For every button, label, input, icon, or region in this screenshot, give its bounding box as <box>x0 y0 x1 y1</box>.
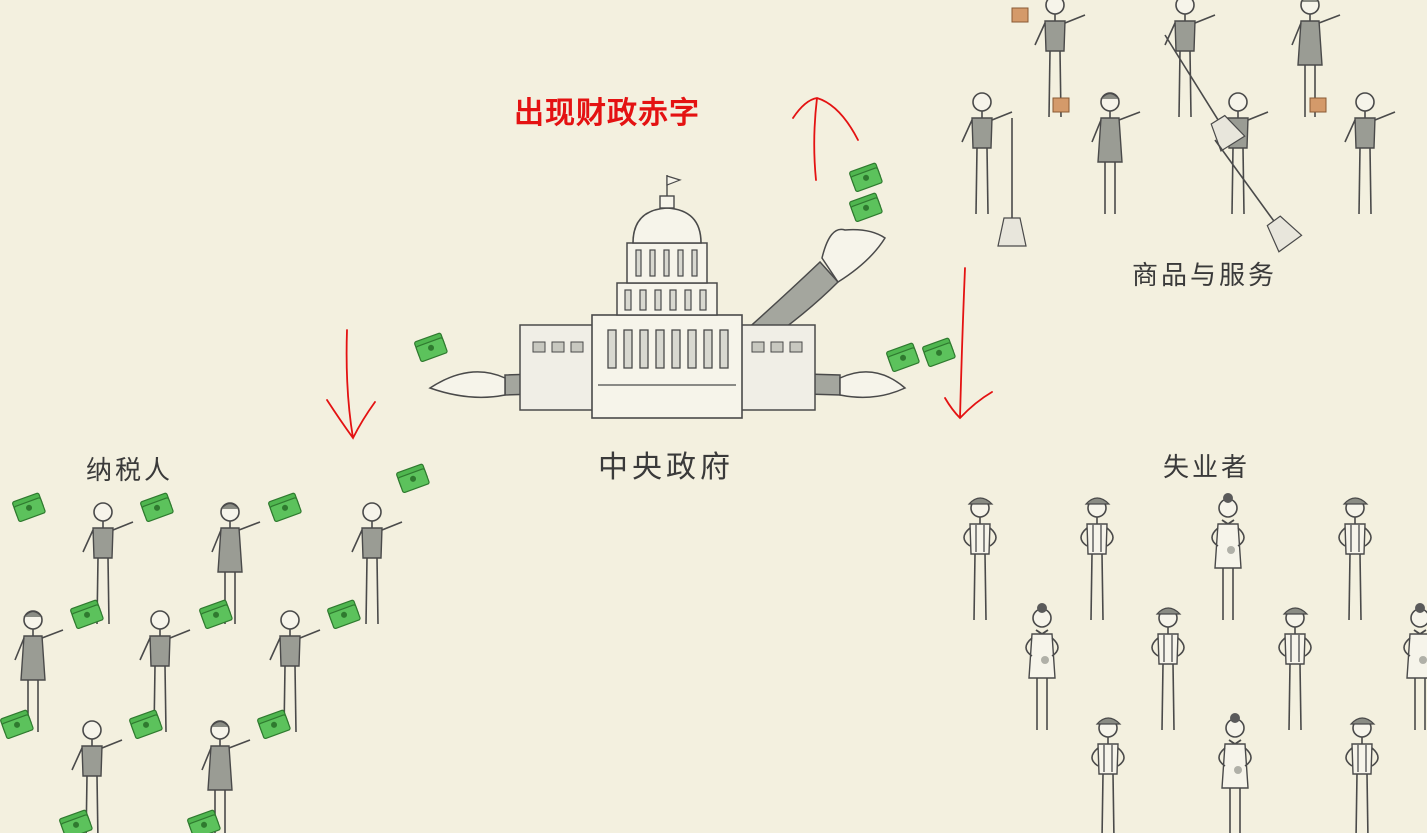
taxpayers-label: 纳税人 <box>86 456 174 486</box>
unemployed-label: 失业者 <box>1163 453 1251 483</box>
unemployed-group <box>963 492 1427 833</box>
goods-services-label: 商品与服务 <box>1132 261 1278 291</box>
arrow-down-left <box>326 329 376 440</box>
red-arrows <box>326 97 993 440</box>
arrow-up <box>792 97 859 181</box>
arrow-down-right <box>944 267 993 420</box>
capitol-building <box>428 175 907 419</box>
deficit-annotation: 出现财政赤字 <box>514 96 700 131</box>
taxpayers-group <box>0 463 431 833</box>
government-label: 中央政府 <box>598 450 734 485</box>
goods-services-group <box>961 0 1396 253</box>
